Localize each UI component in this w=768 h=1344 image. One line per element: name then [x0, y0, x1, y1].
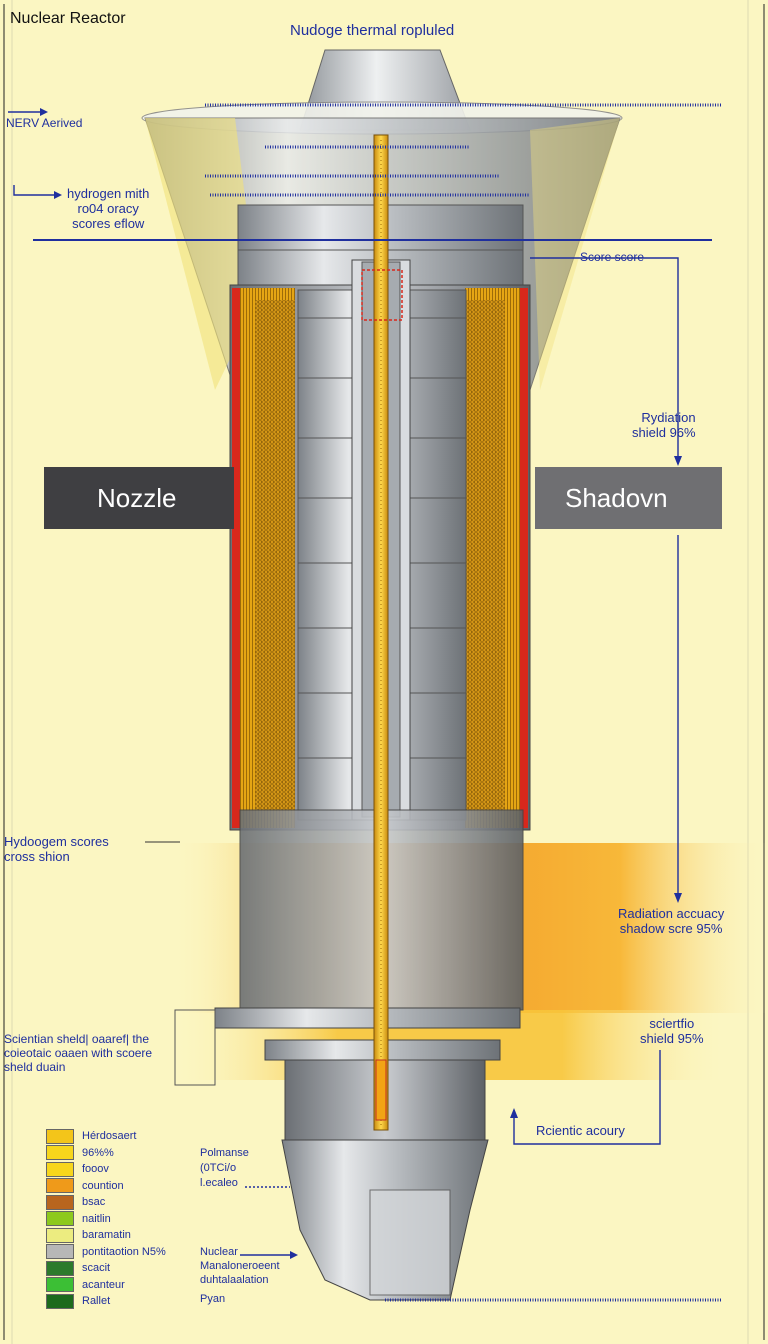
legend-label: acanteur: [82, 1278, 125, 1291]
radiation-accuracy-label: Radiation accuacy shadow scre 95%: [618, 906, 725, 936]
legend-label: countion: [82, 1179, 124, 1192]
legend-label: bsac: [82, 1196, 106, 1209]
nozzle-band-label: Nozzle: [97, 483, 177, 513]
legend-item: pontitaotion N5%: [46, 1244, 176, 1261]
legend-swatch: [46, 1178, 74, 1194]
legend-label: 96%%: [82, 1146, 114, 1159]
legend-item: countion: [46, 1178, 176, 1195]
legend-label: scacit: [82, 1262, 111, 1275]
scientian-shield-label: Scientian sheld| oaaref| the coieotaic o…: [4, 1032, 153, 1074]
legend-label: naitlin: [82, 1212, 111, 1225]
legend: Hérdosaert 96%% fooov countion bsac naitlin ba…: [46, 1128, 176, 1310]
legend-swatch: [46, 1277, 74, 1293]
legend-swatch: [46, 1211, 74, 1227]
score-score-label: Score score: [580, 250, 645, 264]
diagram-title: Nuclear Reactor: [10, 10, 126, 27]
legend-item: scacit: [46, 1260, 176, 1277]
legend-item: naitlin: [46, 1211, 176, 1228]
legend-swatch: [46, 1161, 74, 1177]
legend-label: baramatin: [82, 1229, 131, 1242]
legend-label: Rallet: [82, 1295, 111, 1308]
shadow-band-label: Shadovn: [565, 483, 668, 513]
legend-label: fooov: [82, 1163, 109, 1176]
radiation-shield-label: Rydiation shield 96%: [632, 410, 696, 440]
hydrogen-scores-label: Hydoogem scores cross shion: [4, 834, 109, 864]
legend-item: fooov: [46, 1161, 176, 1178]
polmanse-label: Polmanse (0TCi/o l.ecaleo: [200, 1147, 249, 1189]
legend-swatch: [46, 1244, 74, 1260]
legend-item: 96%%: [46, 1145, 176, 1162]
legend-swatch: [46, 1145, 74, 1161]
legend-swatch: [46, 1293, 74, 1309]
nerv-aerived-label: NERV Aerived: [6, 116, 83, 130]
legend-item: baramatin: [46, 1227, 176, 1244]
legend-swatch: [46, 1227, 74, 1243]
legend-swatch: [46, 1128, 74, 1144]
legend-swatch: [46, 1194, 74, 1210]
legend-item: Hérdosaert: [46, 1128, 176, 1145]
scientific-shield-label: sciertfio shield 95%: [640, 1016, 704, 1046]
legend-item: Rallet: [46, 1293, 176, 1310]
diagram-subtitle: Nudoge thermal ropluled: [290, 22, 455, 39]
nuclear-management-label: Nuclear Manaloneroeent duhtalaalation: [200, 1246, 280, 1286]
legend-item: bsac: [46, 1194, 176, 1211]
hydrogen-flow-label: hydrogen mith ro04 oracy scores eflow: [67, 186, 150, 231]
legend-item: acanteur: [46, 1277, 176, 1294]
legend-label: Hérdosaert: [82, 1130, 137, 1143]
legend-label: pontitaotion N5%: [82, 1245, 166, 1258]
rcientic-accuracy-label: Rcientic acoury: [536, 1123, 625, 1138]
pyan-label: Pyan: [200, 1293, 226, 1305]
legend-swatch: [46, 1260, 74, 1276]
